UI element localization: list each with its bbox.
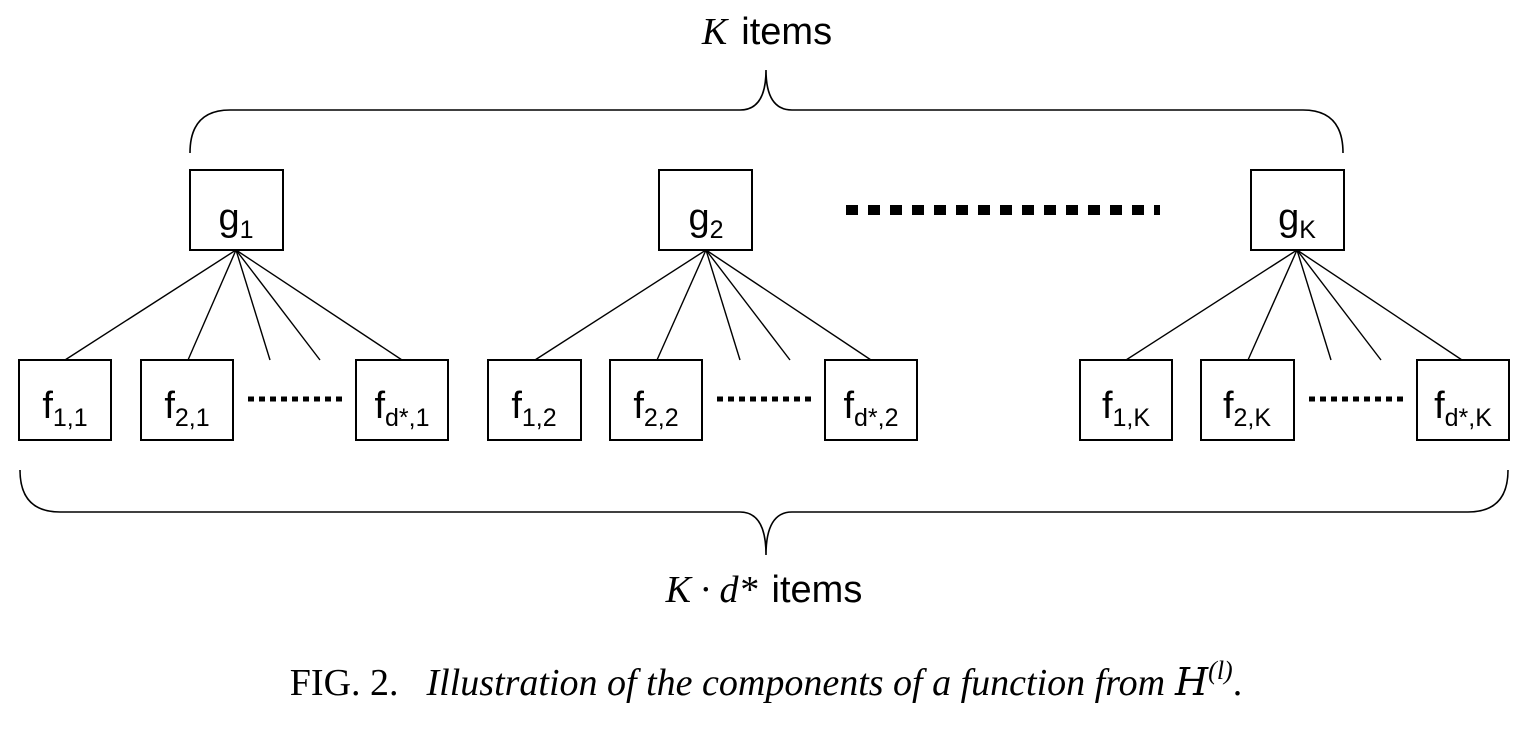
node-g1-base: g bbox=[218, 197, 239, 239]
leaf-f2K: f2,K bbox=[1200, 359, 1295, 441]
leaf-f22-base: f bbox=[633, 385, 644, 427]
leaf-f1K-sub: 1,K bbox=[1113, 404, 1151, 432]
node-g2: g2 bbox=[658, 169, 753, 251]
node-g1: g1 bbox=[189, 169, 284, 251]
node-gK-base: g bbox=[1278, 197, 1299, 239]
leaf-f12: f1,2 bbox=[487, 359, 582, 441]
leaf-f21-sub: 2,1 bbox=[175, 404, 210, 432]
node-g1-sub: 1 bbox=[240, 216, 254, 244]
bottom-brace-label: K · d* items bbox=[665, 569, 863, 611]
svg-text:f2,2: f2,2 bbox=[633, 385, 678, 432]
svg-text:f1,2: f1,2 bbox=[511, 385, 556, 432]
figure-caption: FIG. 2. Illustration of the components of… bbox=[290, 656, 1242, 704]
leaf-f11-sub: 1,1 bbox=[53, 404, 88, 432]
leaf-fd1-base: f bbox=[374, 385, 385, 427]
svg-text:fd*,2: fd*,2 bbox=[843, 385, 898, 432]
leaf-fd1: fd*,1 bbox=[355, 359, 449, 441]
leaf-f2K-sub: 2,K bbox=[1234, 404, 1272, 432]
svg-text:fd*,K: fd*,K bbox=[1434, 385, 1492, 432]
caption-label: FIG. 2. bbox=[290, 662, 399, 704]
leaf-f1K-base: f bbox=[1102, 385, 1113, 427]
svg-text:g2: g2 bbox=[688, 197, 723, 244]
svg-text:g1: g1 bbox=[218, 197, 253, 244]
group-1-edges bbox=[64, 249, 403, 361]
node-gK: gK bbox=[1250, 169, 1345, 251]
leaf-fd1-sub: d*,1 bbox=[385, 404, 429, 432]
group-K-edges bbox=[1125, 249, 1463, 361]
leaf-f11-base: f bbox=[42, 385, 53, 427]
node-gK-sub: K bbox=[1299, 216, 1316, 244]
leaf-fd2: fd*,2 bbox=[824, 359, 918, 441]
bottom-brace bbox=[19, 469, 1509, 556]
top-brace-symbol: K bbox=[701, 11, 729, 53]
leaf-fd2-sub: d*,2 bbox=[854, 404, 898, 432]
leaf-fdK-sub: d*,K bbox=[1445, 404, 1493, 432]
svg-text:f1,1: f1,1 bbox=[42, 385, 87, 432]
caption-math: H bbox=[1174, 660, 1209, 704]
leaf-f21-base: f bbox=[164, 385, 175, 427]
node-g2-sub: 2 bbox=[710, 216, 724, 244]
svg-text:f2,K: f2,K bbox=[1223, 385, 1271, 432]
node-g2-base: g bbox=[688, 197, 709, 239]
leaf-fdK: fd*,K bbox=[1416, 359, 1510, 441]
bottom-brace-text: items bbox=[772, 569, 863, 611]
leaf-f12-sub: 1,2 bbox=[522, 404, 557, 432]
leaf-f1K: f1,K bbox=[1079, 359, 1173, 441]
svg-text:f1,K: f1,K bbox=[1102, 385, 1150, 432]
svg-text:fd*,1: fd*,1 bbox=[374, 385, 429, 432]
top-brace-text: items bbox=[741, 11, 832, 53]
svg-text:gK: gK bbox=[1278, 197, 1316, 244]
caption-end: . bbox=[1233, 662, 1243, 704]
leaf-f11: f1,1 bbox=[18, 359, 112, 441]
leaf-f21: f2,1 bbox=[140, 359, 234, 441]
caption-sup: (l) bbox=[1208, 656, 1233, 685]
leaf-f12-base: f bbox=[511, 385, 522, 427]
svg-text:f2,1: f2,1 bbox=[164, 385, 209, 432]
top-brace bbox=[189, 69, 1344, 154]
leaf-f22-sub: 2,2 bbox=[644, 404, 679, 432]
leaf-fdK-base: f bbox=[1434, 385, 1445, 427]
group-2-edges bbox=[534, 249, 872, 361]
caption-text: Illustration of the components of a func… bbox=[426, 662, 1166, 704]
leaf-fd2-base: f bbox=[843, 385, 854, 427]
leaf-f22: f2,2 bbox=[609, 359, 703, 441]
bottom-brace-symbol: K · d* bbox=[665, 569, 758, 611]
leaf-f2K-base: f bbox=[1223, 385, 1234, 427]
